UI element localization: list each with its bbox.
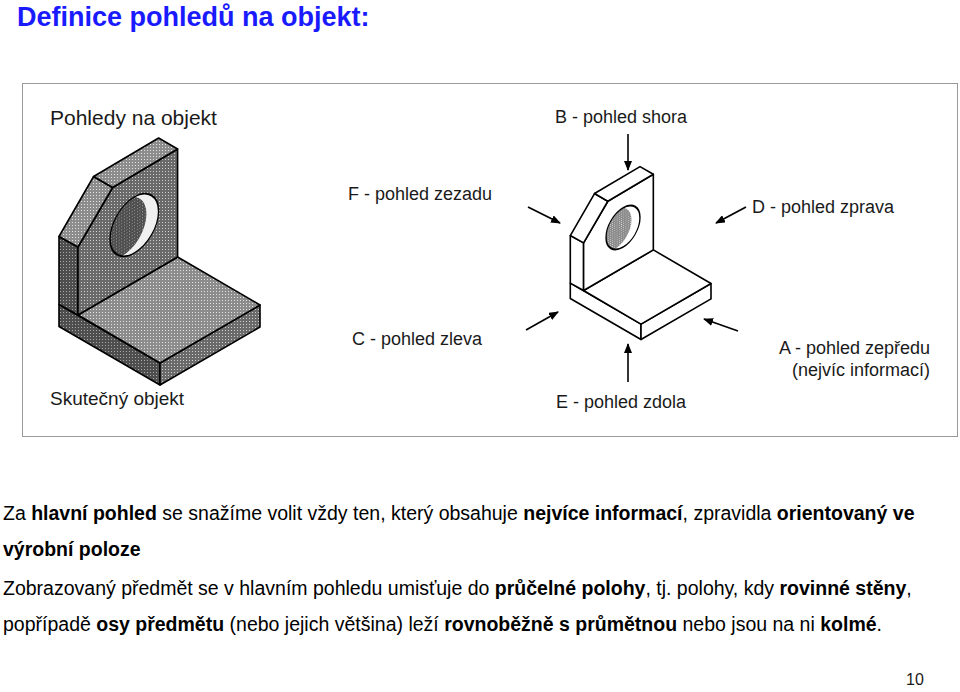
emphasis-text: osy předmětu: [96, 613, 224, 635]
body-text: se snažíme volit vždy ten, který obsahuj…: [157, 502, 523, 524]
body-text: , zpravidla: [683, 502, 777, 524]
view-label: A - pohled zepředu (nejvíc informací): [740, 337, 930, 381]
emphasis-text: nejvíce informací: [523, 502, 682, 524]
figure-frame: Pohledy na objektSkutečný objekt B - pohl…: [22, 83, 958, 437]
figure-caption: Skutečný objekt: [50, 388, 184, 410]
body-text: Za: [3, 502, 31, 524]
emphasis-text: rovinné stěny: [779, 577, 906, 599]
body-text: nebo jsou na ni: [677, 613, 820, 635]
view-label: F - pohled zezadu: [348, 183, 492, 205]
figure-heading: Pohledy na objekt: [50, 107, 217, 129]
body-text: .: [877, 613, 882, 635]
emphasis-text: kolmé: [820, 613, 876, 635]
view-label: C - pohled zleva: [352, 328, 482, 350]
slide-title: Definice pohledů na objekt:: [17, 2, 370, 33]
emphasis-text: hlavní pohled: [31, 502, 157, 524]
view-label: E - pohled zdola: [556, 391, 686, 413]
emphasis-text: průčelné polohy: [495, 577, 646, 599]
body-text: (nebo jejich většina) leží: [224, 613, 444, 635]
real-object: [59, 138, 260, 385]
body-text: , tj. polohy, kdy: [645, 577, 779, 599]
view-object: [570, 167, 711, 340]
body-paragraph: Za hlavní pohled se snažíme volit vždy t…: [3, 495, 953, 567]
view-label: D - pohled zprava: [752, 196, 894, 218]
page-number: 10: [906, 671, 924, 689]
view-arrows: [526, 134, 746, 382]
view-label: B - pohled shora: [555, 106, 687, 128]
body-text: Zobrazovaný předmět se v hlavním pohledu…: [3, 577, 495, 599]
emphasis-text: rovnoběžně s průmětnou: [444, 613, 677, 635]
body-paragraph: Zobrazovaný předmět se v hlavním pohledu…: [3, 570, 953, 642]
